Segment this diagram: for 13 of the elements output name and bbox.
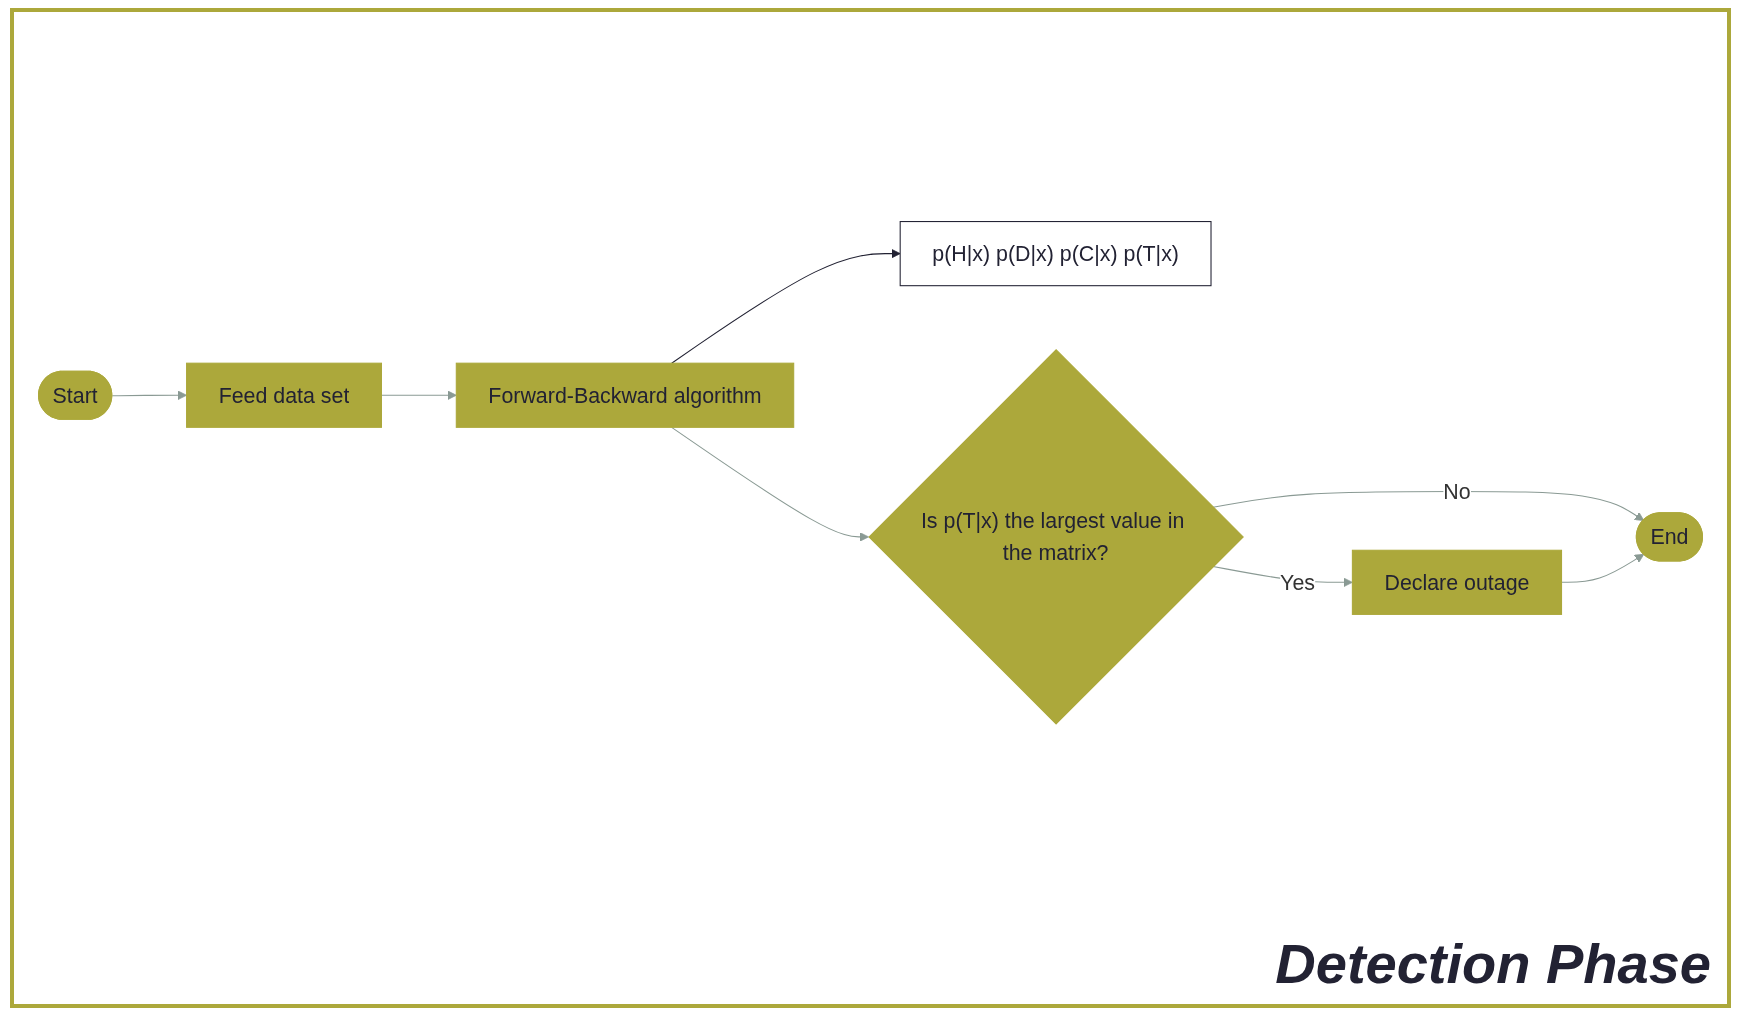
node-box: Forward-Backward algorithm [455, 362, 795, 429]
node-box: Declare outage [1351, 549, 1563, 616]
arrow [1212, 491, 1645, 522]
node-box: Feed data set [186, 362, 382, 429]
arrow [1561, 554, 1645, 584]
node-box: p(H|x) p(D|x) p(C|x) p(T|x) [899, 221, 1212, 287]
arrow [671, 427, 869, 542]
arrow [111, 390, 187, 401]
title: Detection Phase [1275, 931, 1711, 996]
node-diamond: Is p(T|x) the largest value in the matrix? [868, 349, 1244, 725]
arrow [671, 249, 901, 364]
edge-label: No [1443, 479, 1471, 504]
edge-label: Yes [1280, 570, 1315, 595]
